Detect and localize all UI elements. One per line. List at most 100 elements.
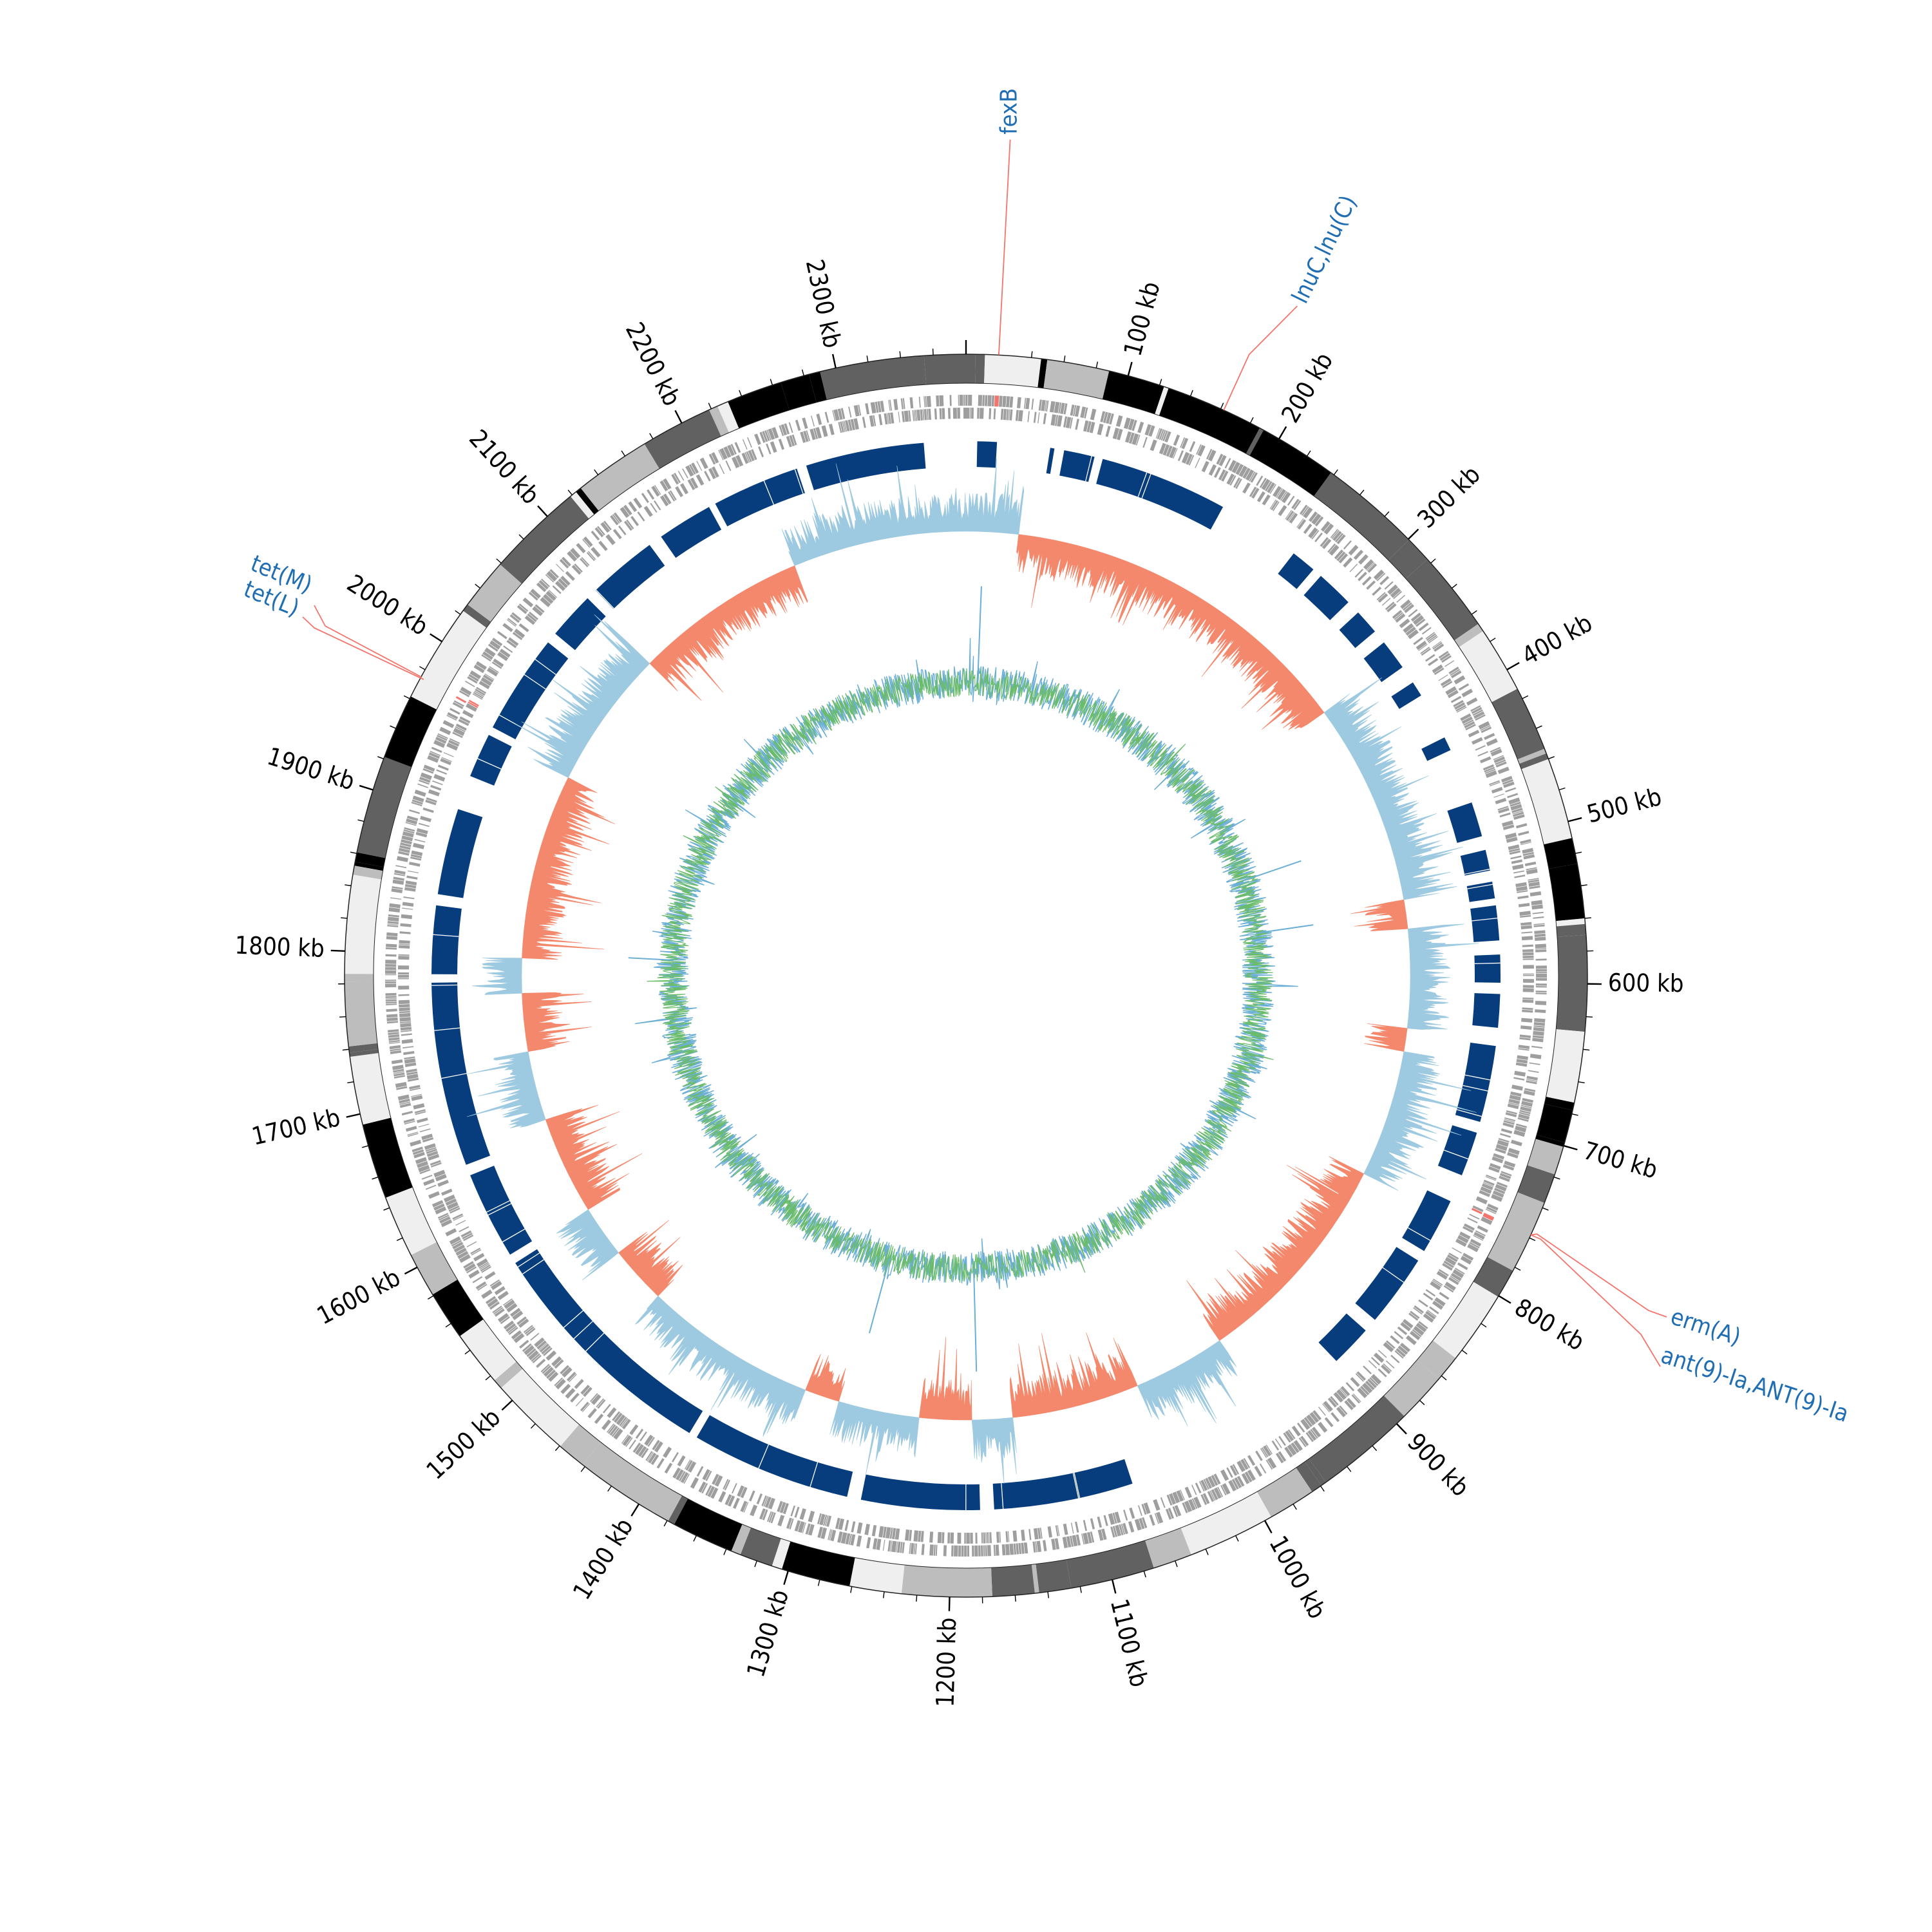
- cds-feature: [386, 936, 398, 940]
- cds-feature: [1432, 642, 1443, 650]
- minor-tick: [1522, 695, 1529, 699]
- alignment-block: [1472, 993, 1501, 1028]
- cds-feature: [1471, 706, 1482, 714]
- cds-feature: [1498, 1138, 1510, 1143]
- cds-feature: [1508, 848, 1520, 853]
- cds-feature: [399, 1103, 412, 1108]
- cds-feature: [909, 1542, 911, 1554]
- cds-feature: [1506, 1110, 1517, 1115]
- cds-feature: [762, 431, 768, 442]
- cds-feature: [562, 1367, 573, 1378]
- cds-feature: [545, 591, 556, 601]
- cds-feature: [983, 1532, 985, 1544]
- cds-feature: [680, 1472, 689, 1483]
- block-cut: [1269, 1383, 1285, 1405]
- cds-feature: [1485, 1209, 1497, 1215]
- scale-label: 1800 kb: [234, 931, 325, 963]
- cds-feature: [1260, 1448, 1267, 1458]
- minor-tick: [1384, 511, 1390, 517]
- cds-feature: [1528, 878, 1539, 881]
- major-tick: [537, 505, 548, 517]
- cds-feature: [858, 404, 862, 416]
- cds-feature: [1490, 782, 1501, 787]
- cds-feature: [754, 433, 761, 445]
- cds-feature: [884, 413, 888, 425]
- skew-negative-region: [1137, 1340, 1238, 1426]
- cds-feature: [985, 1532, 987, 1544]
- cds-feature: [651, 486, 660, 497]
- contig-segment: [728, 382, 790, 429]
- minor-tick: [1063, 355, 1066, 363]
- cds-feature: [845, 420, 850, 431]
- cds-feature: [1522, 988, 1534, 992]
- cds-feature: [1186, 453, 1193, 465]
- cds-feature: [1530, 891, 1542, 897]
- cds-feature: [1429, 1306, 1439, 1314]
- cds-feature: [426, 1151, 439, 1157]
- cds-feature: [1284, 1446, 1293, 1458]
- cds-feature: [1176, 1490, 1184, 1502]
- cds-feature: [1255, 1450, 1263, 1461]
- contig-segment: [462, 604, 491, 628]
- cds-feature: [481, 1266, 491, 1273]
- cds-feature: [1477, 1225, 1488, 1233]
- cds-feature: [1180, 1490, 1185, 1501]
- cds-feature: [1228, 460, 1236, 471]
- alignment-block: [1391, 682, 1421, 709]
- cds-feature: [1075, 1534, 1081, 1546]
- cds-feature: [388, 916, 399, 922]
- cds-feature: [690, 1477, 699, 1489]
- cds-feature: [453, 728, 465, 736]
- skew-positive-region: [1364, 1023, 1408, 1052]
- cds-feature: [1519, 1112, 1530, 1117]
- skew-negative-region: [1363, 1051, 1477, 1191]
- cds-feature: [1473, 711, 1485, 719]
- cds-feature: [519, 1340, 529, 1349]
- cds-feature: [958, 395, 960, 406]
- cds-feature: [1165, 1508, 1172, 1520]
- cds-feature: [468, 1269, 480, 1279]
- minor-tick: [1333, 469, 1338, 475]
- cds-feature: [1184, 1486, 1192, 1499]
- cds-feature: [1507, 1151, 1519, 1159]
- cds-feature: [1070, 1522, 1074, 1534]
- gc-spike: [973, 1268, 978, 1372]
- cds-feature: [1494, 1188, 1506, 1195]
- gc-skew-track: [466, 459, 1479, 1484]
- cds-feature: [1362, 1383, 1373, 1394]
- cds-feature: [638, 1446, 647, 1457]
- cds-feature: [1403, 623, 1414, 634]
- cds-feature: [664, 1463, 673, 1474]
- cds-feature: [1444, 1282, 1456, 1291]
- cds-feature: [630, 516, 639, 526]
- cds-feature: [433, 1170, 446, 1178]
- minor-tick: [530, 1423, 536, 1429]
- resistance-cds: [1482, 1213, 1495, 1221]
- cds-feature: [864, 1524, 870, 1535]
- cds-feature: [400, 1023, 412, 1028]
- cds-feature: [419, 777, 431, 783]
- cds-feature: [600, 522, 611, 533]
- cds-feature: [671, 473, 679, 485]
- cds-feature: [385, 970, 397, 974]
- cds-feature: [464, 1263, 476, 1272]
- cds-feature: [643, 506, 653, 517]
- contig-segment: [1537, 1104, 1573, 1143]
- cds-feature: [719, 464, 725, 475]
- cds-feature: [1331, 529, 1340, 539]
- cds-feature: [398, 965, 410, 970]
- cds-feature: [779, 1502, 786, 1513]
- cds-feature: [591, 530, 600, 541]
- cds-feature: [441, 1188, 453, 1196]
- cds-feature: [398, 956, 410, 960]
- cds-feature: [619, 1416, 627, 1426]
- cds-feature: [957, 1532, 961, 1544]
- block-cut: [1456, 1109, 1482, 1117]
- cds-feature: [450, 708, 460, 715]
- cds-feature: [1291, 1442, 1300, 1454]
- cds-feature: [1112, 428, 1119, 440]
- cds-feature: [1526, 1080, 1537, 1084]
- cds-feature: [895, 1528, 900, 1540]
- cds-feature: [929, 1544, 934, 1556]
- cds-feature: [731, 1482, 737, 1494]
